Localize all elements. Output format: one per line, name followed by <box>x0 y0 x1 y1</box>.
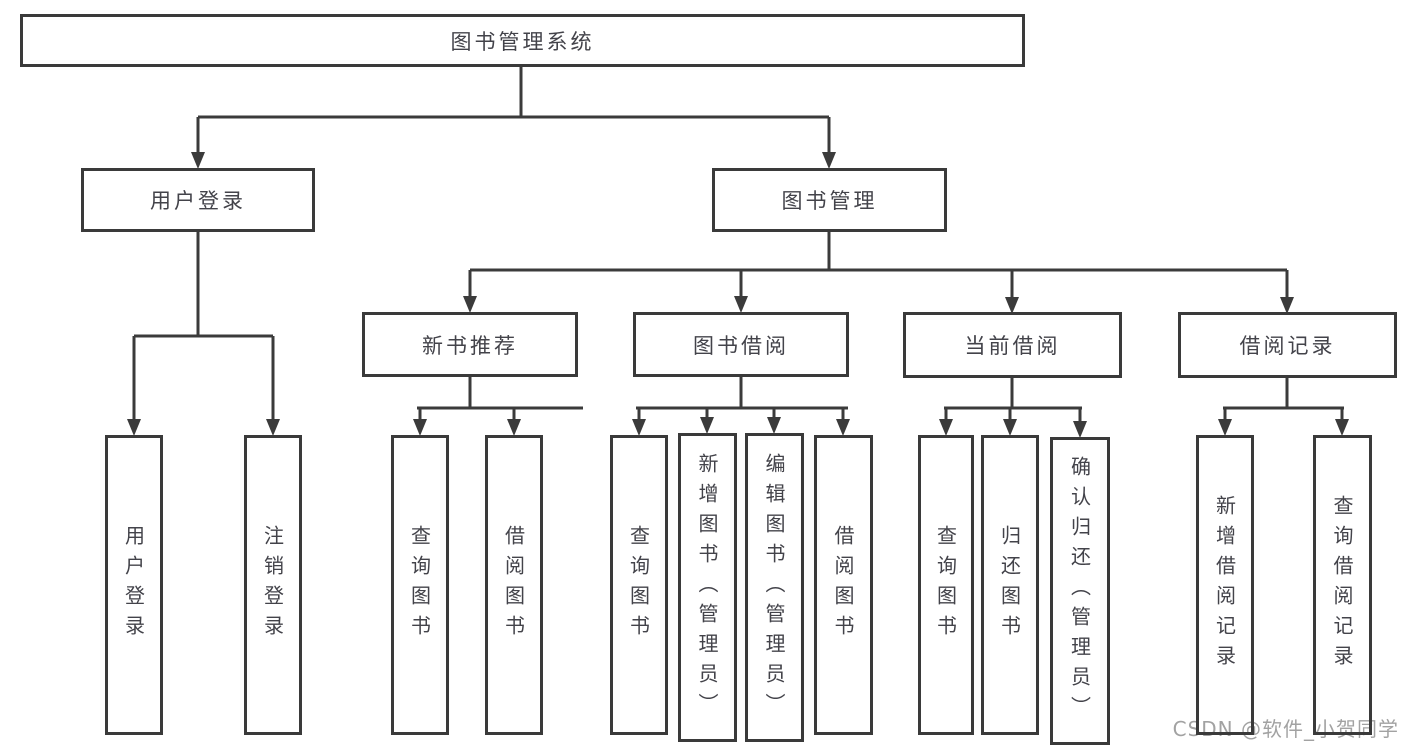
node-user-login-module: 用户登录 <box>81 168 315 232</box>
arrow-down-icon <box>127 419 141 436</box>
arrow-down-icon <box>507 419 521 436</box>
arrow-down-icon <box>700 417 714 434</box>
node-current-return-book: 归还图书 <box>981 435 1039 735</box>
arrow-down-icon <box>413 419 427 436</box>
arrow-down-icon <box>1335 419 1349 436</box>
arrow-down-icon <box>266 419 280 436</box>
node-recommend-query-book: 查询图书 <box>391 435 449 735</box>
node-current-borrow: 当前借阅 <box>903 312 1122 378</box>
node-borrow-query-book: 查询图书 <box>610 435 668 735</box>
node-records-add-record: 新增借阅记录 <box>1196 435 1254 735</box>
node-records-query-record: 查询借阅记录 <box>1313 435 1372 735</box>
node-root: 图书管理系统 <box>20 14 1025 67</box>
node-recommend-borrow-book: 借阅图书 <box>485 435 543 735</box>
arrow-down-icon <box>836 419 850 436</box>
node-borrow-borrow-book: 借阅图书 <box>814 435 873 735</box>
node-book-borrow: 图书借阅 <box>633 312 849 377</box>
node-user-login: 用户登录 <box>105 435 163 735</box>
arrow-down-icon <box>1073 421 1087 438</box>
arrow-down-icon <box>1218 419 1232 436</box>
csdn-watermark: CSDN @软件_小贺同学 <box>1172 717 1399 741</box>
node-borrow-edit-book-admin: 编辑图书（管理员） <box>745 433 804 742</box>
arrow-down-icon <box>463 296 477 313</box>
node-current-query-book: 查询图书 <box>918 435 974 735</box>
arrow-down-icon <box>939 419 953 436</box>
node-logout: 注销登录 <box>244 435 302 735</box>
node-book-management-module: 图书管理 <box>712 168 947 232</box>
arrow-down-icon <box>767 417 781 434</box>
arrow-down-icon <box>1003 419 1017 436</box>
arrow-down-icon <box>734 296 748 313</box>
node-new-book-recommend: 新书推荐 <box>362 312 578 377</box>
node-current-confirm-return-admin: 确认归还（管理员） <box>1050 437 1110 745</box>
arrow-down-icon <box>822 152 836 169</box>
arrow-down-icon <box>191 152 205 169</box>
node-borrow-add-book-admin: 新增图书（管理员） <box>678 433 737 742</box>
arrow-down-icon <box>632 419 646 436</box>
node-borrow-records: 借阅记录 <box>1178 312 1397 378</box>
